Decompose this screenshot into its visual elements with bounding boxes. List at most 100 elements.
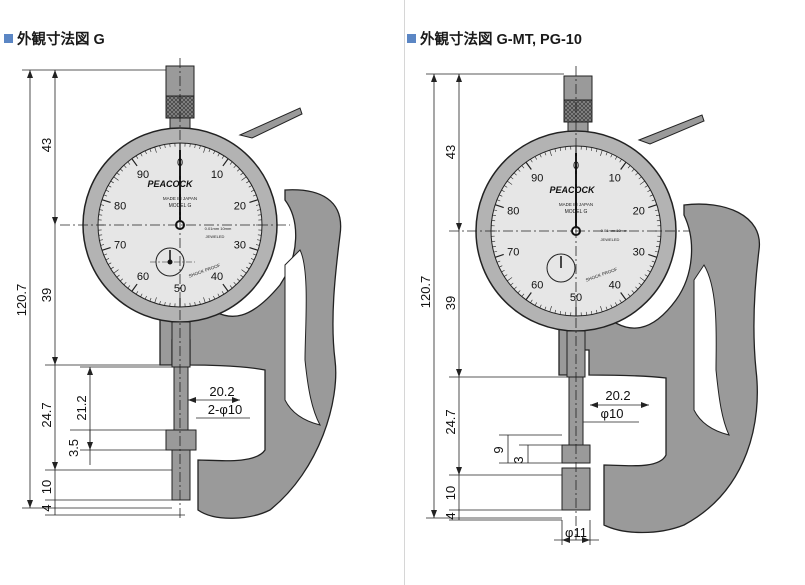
dial-tick [507,180,513,185]
unit-label: 0.01mm 10mm [205,226,232,231]
jeweled-label: JEWELED [601,237,620,242]
dim-tip: 3.5 [66,439,81,457]
dial-number: 30 [633,246,645,258]
dial-tick [595,148,598,153]
dial-tick [610,153,613,158]
lifting-lever [238,107,303,139]
dial-tick [222,158,229,167]
dim-diameter: φ10 [601,406,624,421]
dial-tick [149,148,152,153]
dim-base: 4 [39,504,54,511]
dial-tick [647,189,651,192]
dial-tick [241,269,247,274]
dial-tick [498,194,503,197]
dial-tick [248,185,253,188]
dial-tick [631,168,635,172]
bullet-square-icon [4,34,13,43]
dim-depth: 20.2 [605,388,630,403]
spindle-sleeve [171,321,191,368]
dial-tick [525,161,532,170]
dial-tick [257,239,261,241]
dial-tick [252,253,257,256]
dial-tick [135,155,139,159]
dial-tick [229,161,233,165]
dial-number: 20 [633,206,645,218]
dial-tick [554,148,557,153]
dial-tick [237,278,240,282]
dial-tick [620,161,627,170]
dial-tick [549,150,552,156]
dial-tick [99,209,103,211]
dial-tick [120,278,123,282]
dial-tick [559,147,562,151]
dial-tick [605,306,608,311]
dial-tick [100,204,105,206]
dial-tick [159,145,161,150]
dial-tick [501,189,505,192]
contact-point [165,429,197,451]
dial-tick [154,297,157,304]
dial-tick [504,274,508,277]
dial-tick [144,295,147,300]
dial-tick [638,176,642,180]
dial-tick [159,300,161,305]
dial-tick [534,156,537,160]
knurled-grip [563,99,593,123]
dial-tick [648,253,658,258]
dial-tick [492,245,496,248]
dial-number: 40 [211,271,223,283]
dim-tip-3: 3 [511,456,526,463]
dial-tick [510,282,514,286]
right-title-text: 外観寸法図 G-MT, PG-10 [420,32,582,48]
dial-tick [149,297,152,302]
right-panel-title: 外観寸法図 G-MT, PG-10 [407,28,582,49]
dial-tick [123,165,127,168]
dial-tick [194,144,196,148]
dial-number: 70 [507,246,519,258]
dial-tick [521,165,525,169]
dial-tick [101,246,111,251]
dial-tick [249,246,259,251]
dial-tick [246,180,250,184]
dial-tick [135,291,139,295]
dial-tick [213,295,216,300]
dial-tick [651,199,656,202]
dial-tick [250,258,255,261]
dial-tick [127,161,131,165]
dial-number: 30 [234,239,246,251]
dial-tick [203,146,206,153]
dial-number: 50 [570,292,582,304]
dial-tick [507,277,513,282]
dim-mid: 39 [443,296,458,310]
dial-tick [648,204,658,209]
dial-tick [501,270,505,273]
dial-number: 90 [137,169,149,181]
dial-tick [525,292,532,301]
dial-tick [164,144,166,148]
dial-tick [255,204,260,206]
dial-ticks [491,146,661,316]
dial-tick [644,274,648,277]
dial-tick [203,297,206,304]
jeweled-label: JEWELED [206,234,225,239]
dial-tick [494,253,504,258]
dial-tick [635,172,639,176]
dim-depth: 20.2 [209,384,234,399]
dial-tick [116,274,120,278]
dial-tick [105,189,110,192]
dial-tick [595,309,598,314]
dial-tick [110,266,114,270]
dial-tick [639,277,645,282]
unit-label: 0.01mm 10mm [601,228,628,233]
frame-opening [284,249,321,426]
dial-tick [246,266,250,270]
dial-tick [221,291,225,295]
dial-tick [250,189,255,192]
dial-number: 70 [114,239,126,251]
spindle [173,366,189,431]
brand-logo: PEACOCK [147,179,194,189]
dial-tick [255,244,260,246]
dial-tick [496,260,501,263]
dial-tick [534,302,537,306]
dial-tick [494,204,504,209]
